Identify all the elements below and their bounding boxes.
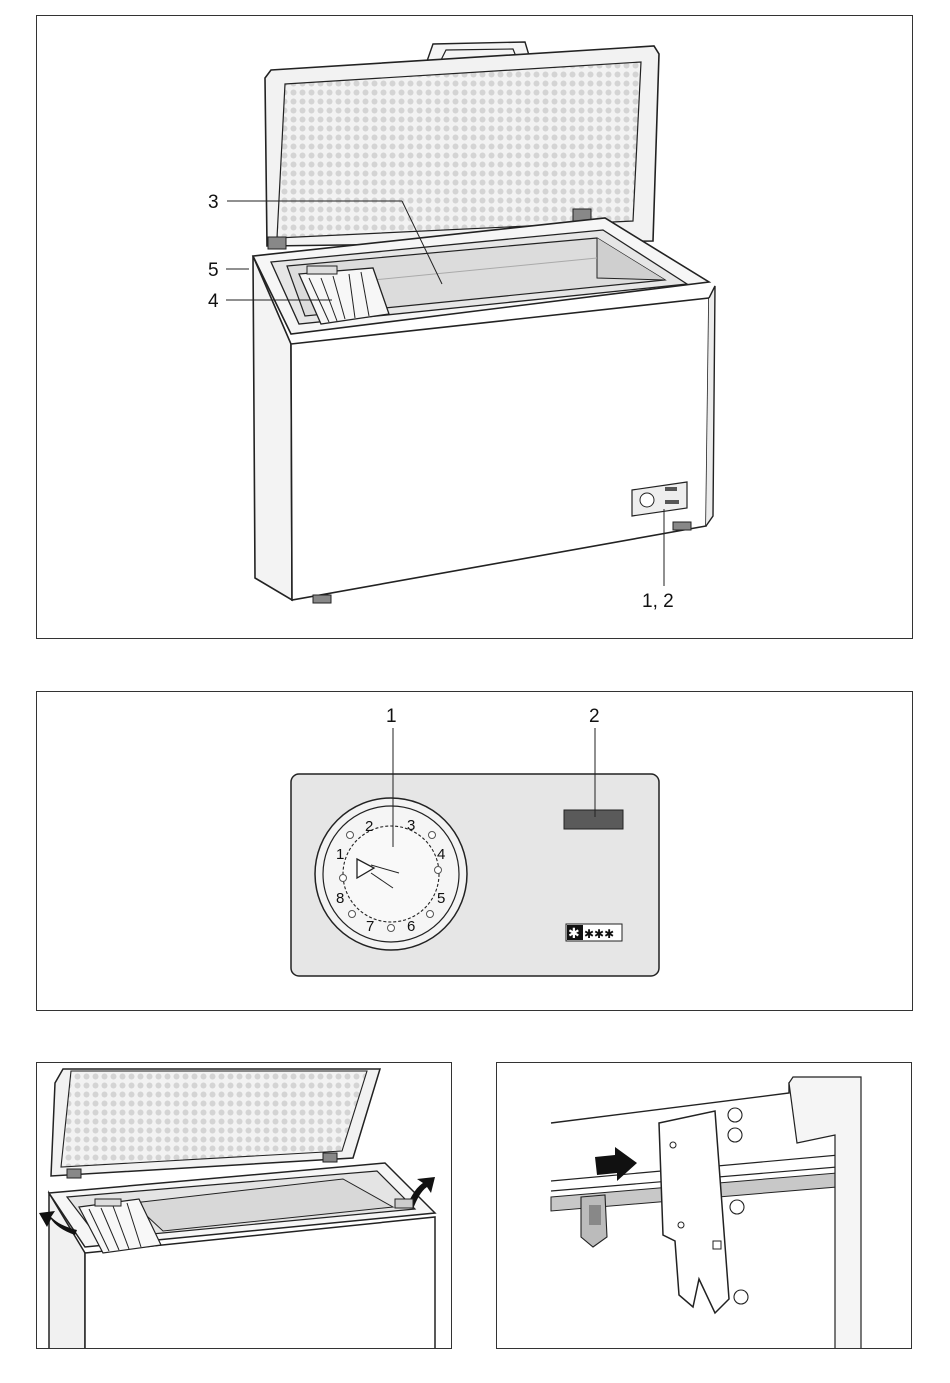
freezer-cabinet — [49, 1163, 435, 1349]
dial-number-8: 8 — [336, 890, 344, 907]
dial-number-6: 6 — [407, 918, 415, 935]
basket-catch — [395, 1199, 413, 1208]
dial-number-4: 4 — [437, 846, 445, 863]
star-symbols: ✱✱✱ — [584, 927, 614, 941]
dial-number-5: 5 — [437, 890, 445, 907]
dial-number-1: 1 — [336, 846, 344, 863]
callout-5: 5 — [208, 260, 219, 281]
basket-removal-figure — [36, 1062, 452, 1349]
basket-removal-drawing — [37, 1063, 452, 1349]
dial-number-3: 3 — [407, 817, 415, 834]
callout-1: 1 — [386, 706, 397, 727]
callout-2: 2 — [589, 706, 600, 727]
indicator-light — [564, 810, 623, 829]
callout-1-2: 1, 2 — [642, 591, 674, 612]
freezer-overview-figure: 3 5 4 1, 2 — [36, 15, 913, 639]
freezer-overview-drawing: 3 5 4 1, 2 — [37, 16, 913, 639]
open-lid — [265, 46, 659, 246]
callout-3: 3 — [208, 192, 219, 213]
hinge-detail-drawing — [497, 1063, 912, 1349]
dial-number-2: 2 — [365, 818, 373, 835]
control-panel-drawing: 1 2 3 4 5 6 7 8 ✱ ✱✱✱ 1 2 — [37, 692, 913, 1011]
freezer-star-rating: ✱ ✱✱✱ — [566, 924, 622, 942]
hinge-detail-figure — [496, 1062, 912, 1349]
callout-4: 4 — [208, 291, 219, 312]
star-symbol: ✱ — [568, 926, 580, 942]
dial-number-7: 7 — [366, 918, 374, 935]
control-panel-figure: 1 2 3 4 5 6 7 8 ✱ ✱✱✱ 1 2 — [36, 691, 913, 1011]
rear-hinge-left — [268, 237, 286, 249]
